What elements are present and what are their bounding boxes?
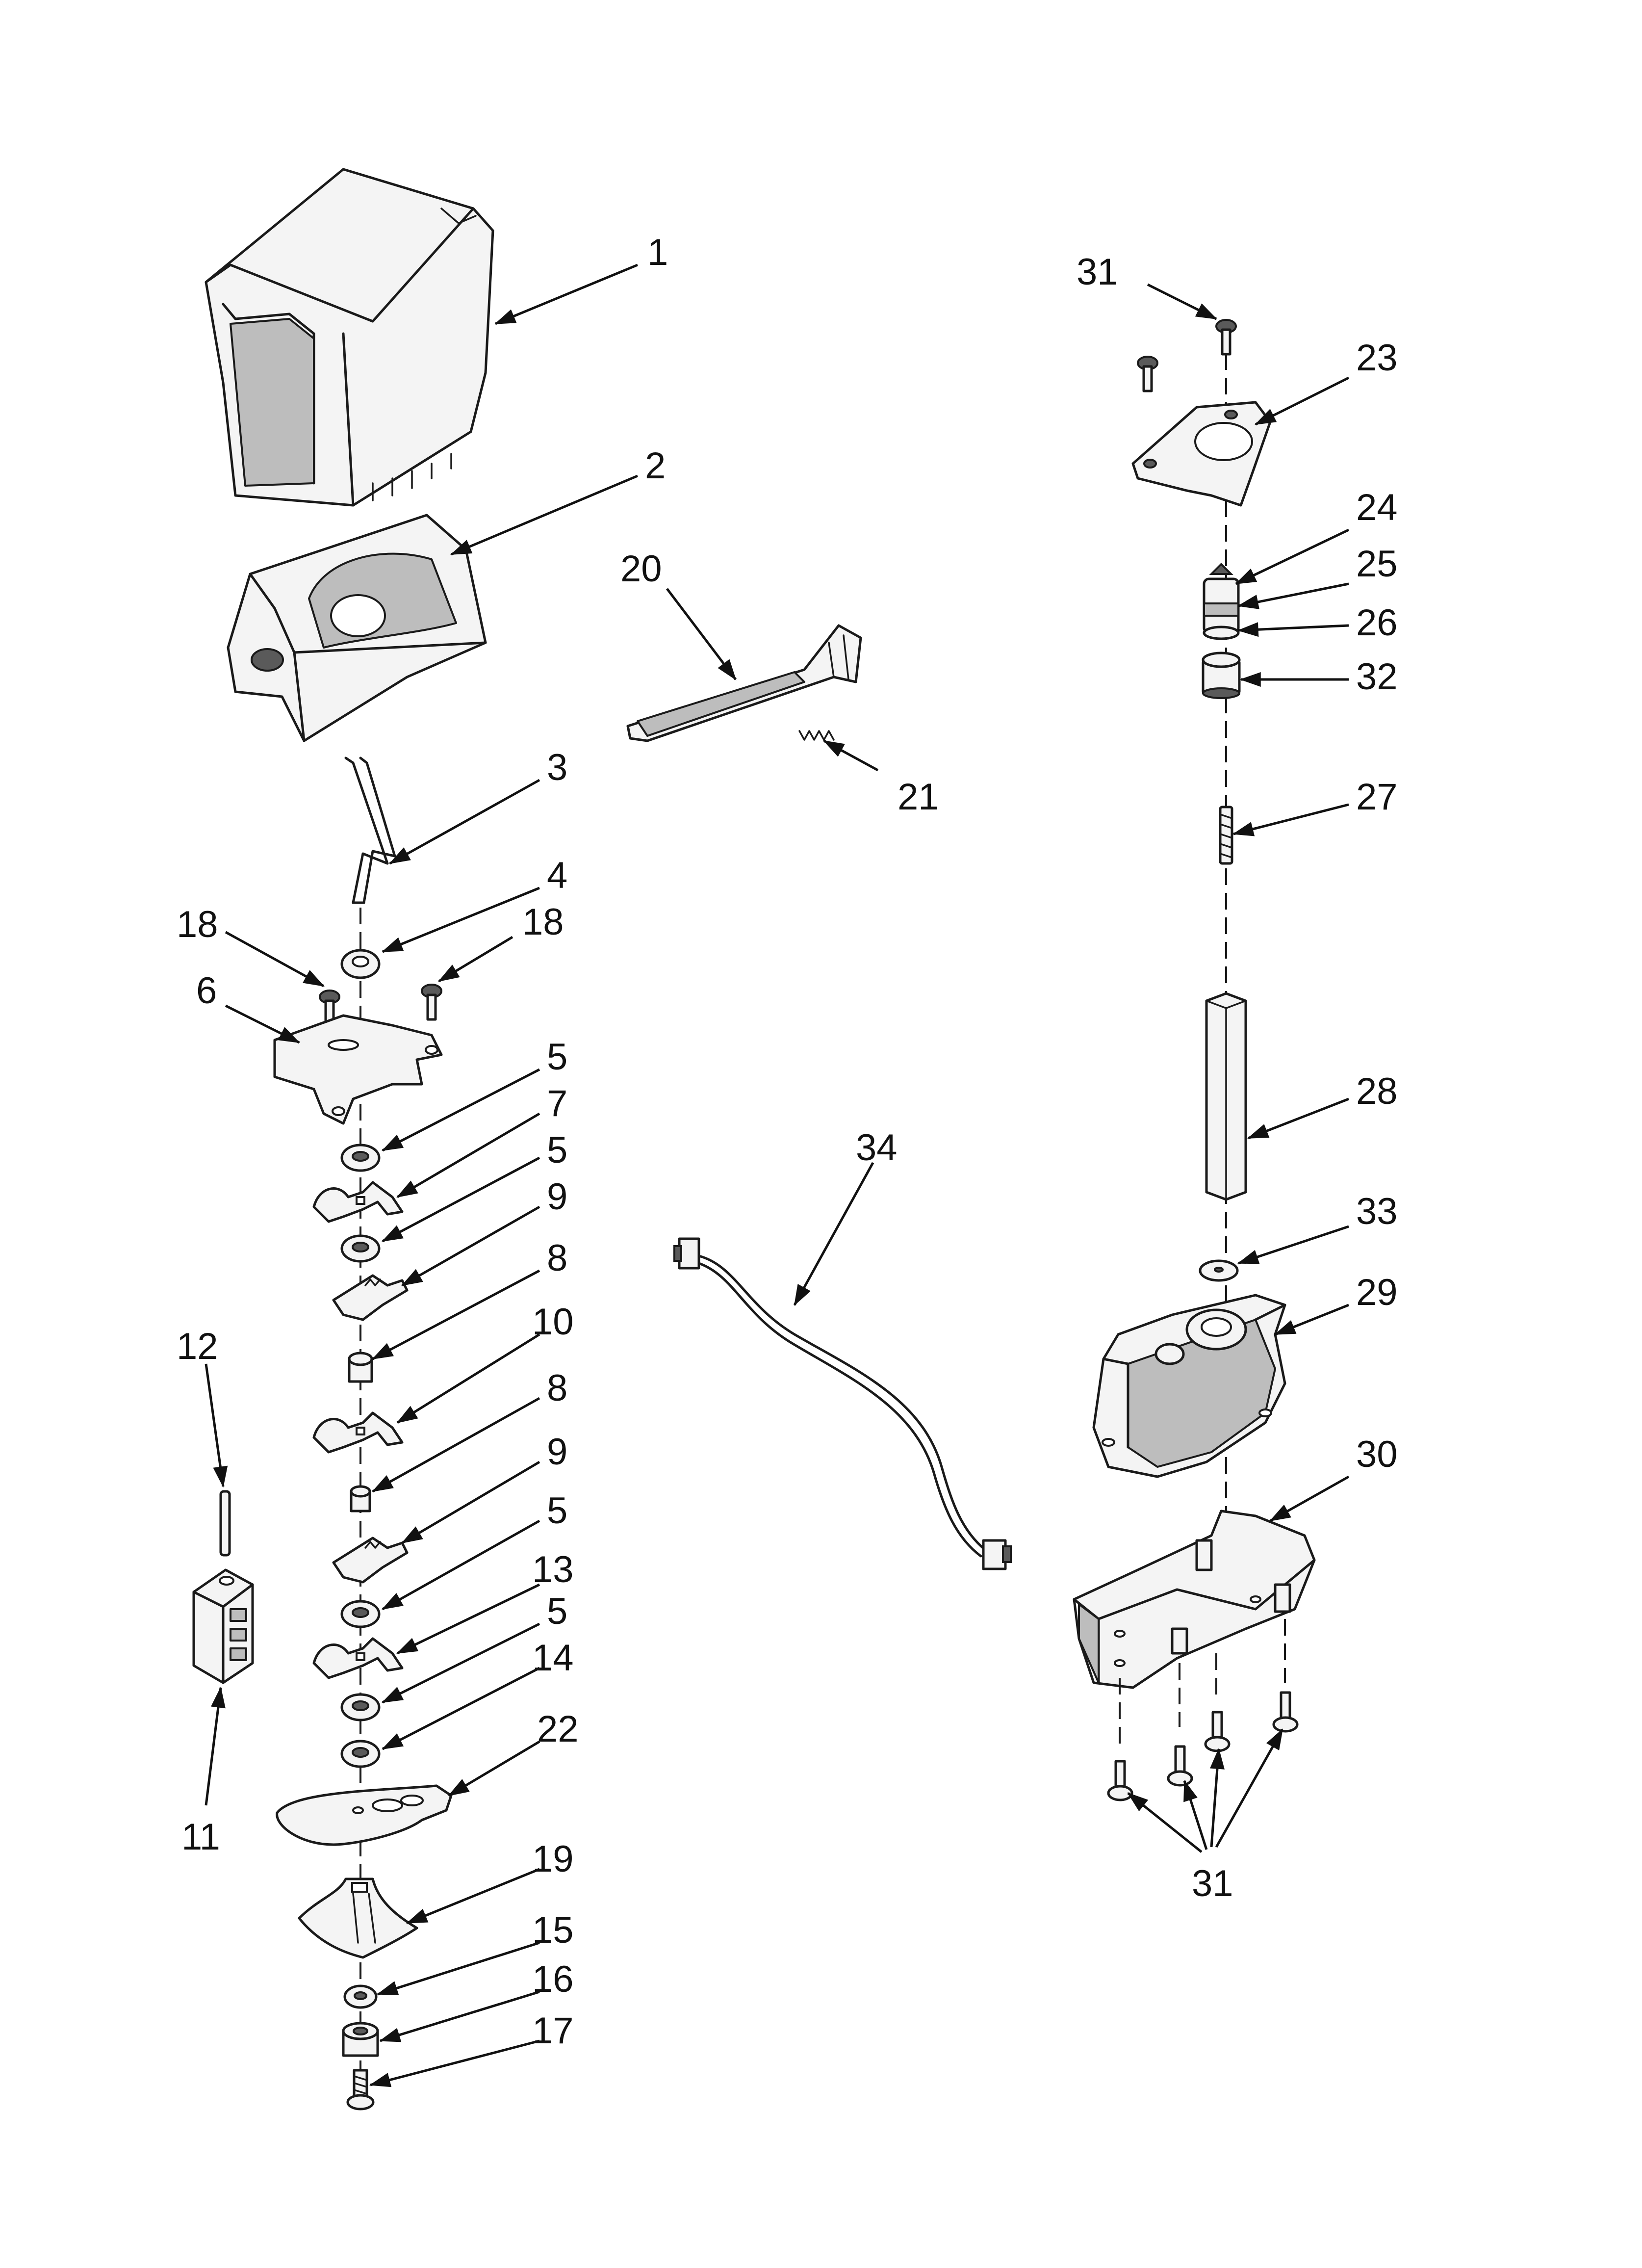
part-hex-shaft (1205, 992, 1247, 1201)
callout-labels: 1 2 3 4 18 18 6 5 7 5 9 8 10 8 9 5 13 5 … (177, 232, 1398, 2052)
part-motor (1092, 1294, 1286, 1478)
callout-15: 15 (532, 1909, 574, 1951)
part-screw-31-top-left (1137, 356, 1158, 392)
part-blade-7 (312, 1181, 404, 1223)
part-spring-21 (798, 730, 835, 741)
part-motor-bracket (1073, 1510, 1316, 1689)
part-washer-15 (343, 1984, 378, 2009)
part-agitator-19 (298, 1877, 418, 1959)
part-nut-16 (342, 2022, 379, 2057)
part-spacer-14 (340, 1740, 381, 1768)
callout-16: 16 (532, 1958, 574, 2000)
part-screw-31-bottom-4 (1272, 1691, 1299, 1733)
callout-13: 13 (532, 1549, 574, 1590)
part-pin-12 (219, 1490, 231, 1557)
part-mounting-bracket (1131, 401, 1272, 507)
part-connector-block (192, 1568, 254, 1684)
callout-11: 11 (181, 1816, 220, 1858)
callout-20: 20 (620, 548, 662, 590)
part-spacer-5b (340, 1234, 381, 1263)
part-bearing-4 (340, 949, 381, 979)
part-washer-33 (1199, 1259, 1239, 1282)
callout-5d: 5 (547, 1590, 567, 1632)
part-ice-bin (205, 168, 494, 507)
part-auger-housing (227, 514, 487, 742)
part-spacer-5c (340, 1600, 381, 1628)
callout-27: 27 (1356, 776, 1398, 818)
callout-1: 1 (647, 232, 668, 273)
callout-22: 22 (537, 1708, 579, 1750)
part-dispenser-lever (626, 624, 862, 742)
callout-2: 2 (645, 445, 666, 487)
callout-5a: 5 (547, 1036, 567, 1078)
callout-30: 30 (1356, 1434, 1398, 1475)
callout-25: 25 (1356, 543, 1398, 585)
callout-31-bottom: 31 (1192, 1863, 1233, 1904)
part-coupler-stack (1203, 563, 1240, 640)
callout-21: 21 (898, 776, 939, 818)
part-spacer-5a (340, 1144, 381, 1172)
part-screw-17 (346, 2069, 375, 2111)
callout-33: 33 (1356, 1191, 1398, 1232)
callout-6: 6 (196, 970, 217, 1012)
part-deflector-plate (276, 1784, 453, 1846)
callout-10: 10 (532, 1301, 574, 1343)
part-bracket-plate (273, 1014, 443, 1125)
callout-32: 32 (1356, 656, 1398, 698)
callout-14: 14 (532, 1637, 574, 1679)
part-blade-13 (312, 1637, 404, 1679)
callout-31-top: 31 (1077, 251, 1118, 293)
part-screw-31-bottom-1 (1107, 1760, 1133, 1801)
callout-8b: 8 (547, 1367, 567, 1409)
callout-18-right: 18 (522, 901, 564, 943)
callout-19: 19 (532, 1838, 574, 1880)
part-screw-31-bottom-2 (1167, 1745, 1193, 1787)
leader-lines (205, 263, 1350, 2087)
part-screw-31-bottom-3 (1204, 1711, 1231, 1752)
part-wire-harness (673, 1237, 1012, 1570)
callout-28: 28 (1356, 1070, 1398, 1112)
callout-4: 4 (547, 855, 567, 896)
part-blade-8b (312, 1411, 404, 1454)
callout-26: 26 (1356, 602, 1398, 644)
part-screw-18-right (421, 984, 442, 1021)
part-bushing-10 (348, 1352, 373, 1383)
callout-29: 29 (1356, 1272, 1398, 1313)
part-threaded-rod (1219, 806, 1233, 865)
part-wire-crank (344, 756, 396, 904)
callout-9b: 9 (547, 1431, 567, 1473)
callout-7: 7 (547, 1083, 567, 1124)
callout-5c: 5 (547, 1490, 567, 1532)
callout-18-left: 18 (177, 904, 218, 945)
callout-34: 34 (856, 1127, 898, 1169)
callout-23: 23 (1356, 337, 1398, 379)
part-bushing-9 (350, 1485, 371, 1512)
part-blade-9 (332, 1537, 409, 1584)
callout-3: 3 (547, 747, 567, 788)
callout-8a: 8 (547, 1237, 567, 1279)
callout-5b: 5 (547, 1129, 567, 1171)
callout-12: 12 (177, 1326, 218, 1367)
part-screw-31-top-right (1215, 319, 1237, 356)
part-blade-8a (332, 1274, 409, 1321)
callout-24: 24 (1356, 487, 1398, 528)
part-bushing-32 (1202, 652, 1241, 699)
callout-9a: 9 (547, 1176, 567, 1218)
callout-17: 17 (532, 2010, 574, 2052)
part-spacer-5d (340, 1693, 381, 1721)
